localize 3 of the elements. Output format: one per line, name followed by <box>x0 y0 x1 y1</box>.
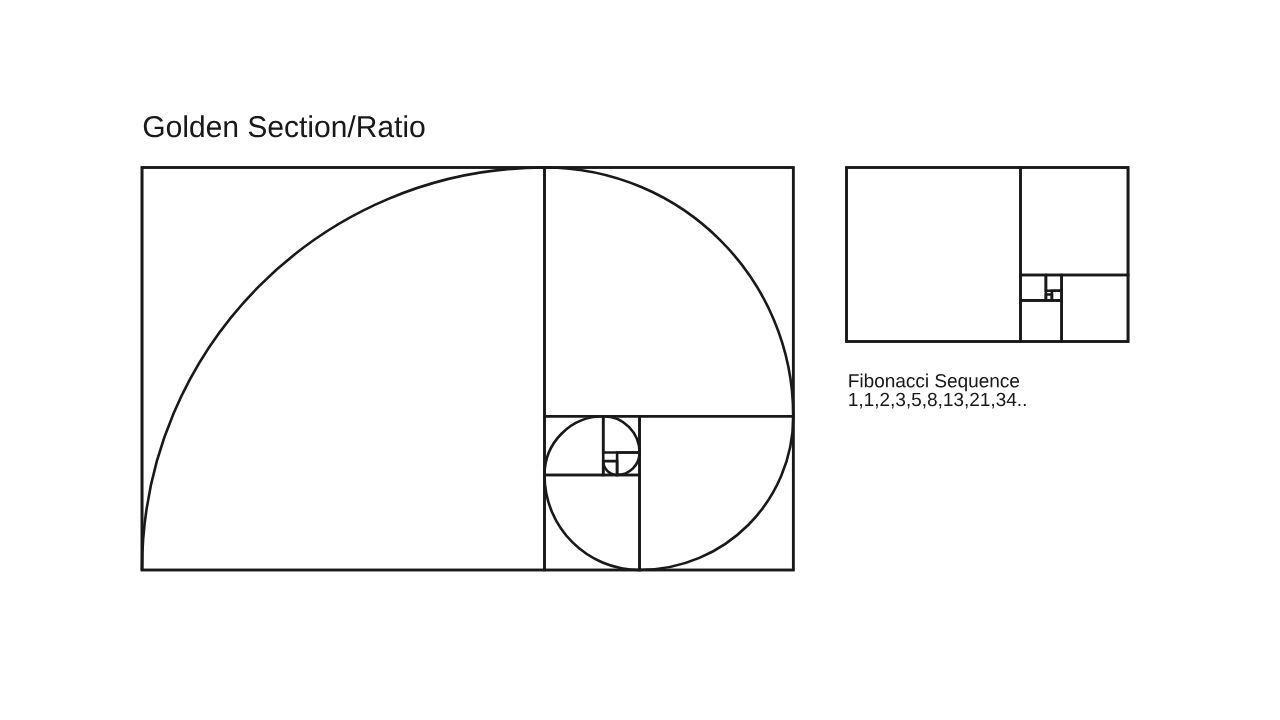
title: Golden Section/Ratio <box>143 115 425 138</box>
sequence-text: 1,1,2,3,5,8,13,21,34.. <box>849 392 1026 409</box>
caption-heading: Fibonacci Sequence <box>849 373 1020 392</box>
